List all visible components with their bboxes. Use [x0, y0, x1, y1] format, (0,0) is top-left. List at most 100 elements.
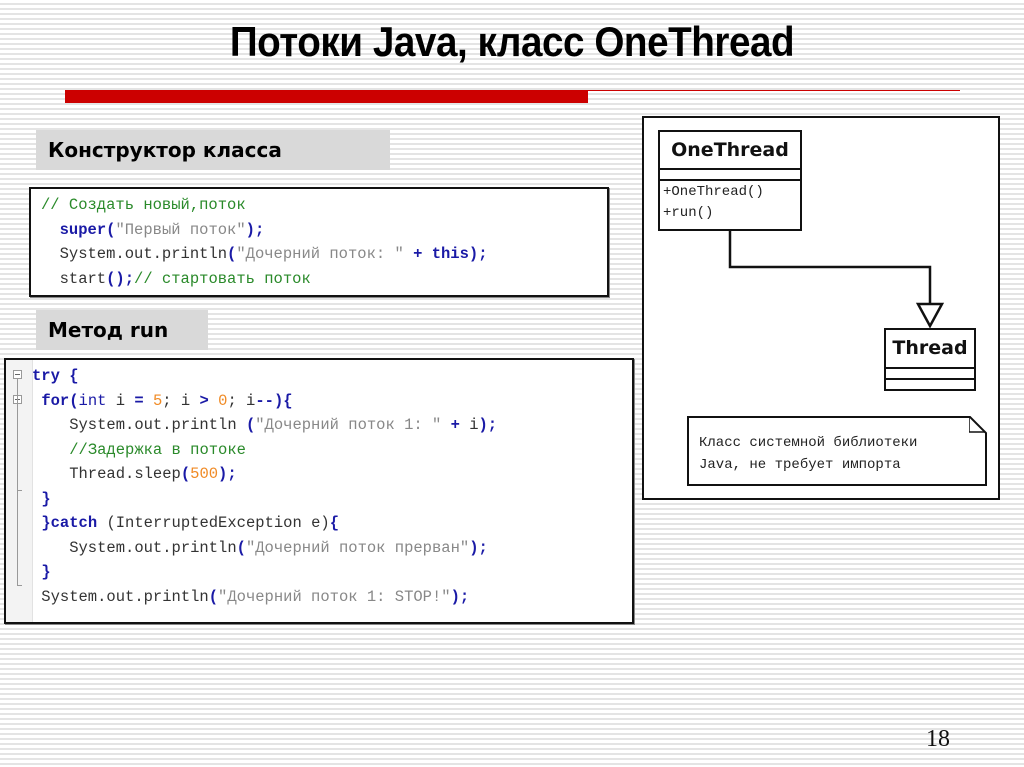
code-token: (: [69, 391, 79, 410]
code-fold-gutter: [6, 360, 33, 622]
code-line: System.out.println("Дочерний поток 1: ST…: [32, 585, 497, 610]
code-line: System.out.println("Дочерний поток прерв…: [32, 536, 497, 561]
constructor-section-label: Конструктор класса: [36, 130, 390, 170]
code-token: [32, 490, 41, 508]
code-line: System.out.println("Дочерний поток: " + …: [41, 242, 607, 267]
code-token: this: [431, 245, 469, 263]
code-line: }: [32, 560, 497, 585]
uml-operation: +run(): [663, 205, 714, 221]
code-token: // стартовать поток: [134, 269, 311, 288]
code-token: (InterruptedException e): [97, 514, 330, 532]
code-token: [209, 392, 218, 410]
fold-end-marker: [17, 585, 22, 586]
code-line: Thread.sleep(500);: [32, 462, 497, 487]
code-token: int: [78, 391, 107, 410]
code-token: {: [59, 367, 79, 385]
code-token: 5: [152, 391, 163, 410]
fold-guide-line: [17, 379, 18, 585]
code-token: [32, 563, 41, 581]
code-token: // Создать новый,поток: [41, 196, 246, 214]
fold-toggle-icon[interactable]: [13, 370, 22, 379]
code-token: //Задержка в потоке: [69, 440, 246, 459]
code-token: Thread.sleep: [32, 465, 181, 483]
uml-attributes-compartment: [886, 369, 974, 380]
code-token: System.out.println: [32, 538, 237, 557]
code-token: 0: [218, 391, 228, 410]
code-token: ; i: [162, 391, 200, 410]
code-token: System.out.println: [32, 416, 246, 434]
code-token: (: [106, 220, 116, 239]
code-token: "Дочерний поток 1: STOP!": [218, 587, 451, 606]
code-token: [144, 392, 153, 410]
code-token: );: [478, 416, 498, 434]
code-token: );: [450, 587, 470, 606]
code-token: catch: [50, 514, 98, 532]
code-lines: try { for(int i = 5; i > 0; i--){ System…: [32, 364, 497, 609]
code-line: start();// стартовать поток: [41, 267, 607, 292]
code-line: // Создать новый,поток: [41, 193, 607, 218]
code-token: }: [41, 489, 51, 508]
code-token: {: [329, 514, 339, 532]
generalization-arrow-icon: [728, 229, 945, 329]
code-token: );: [469, 538, 488, 557]
uml-class-thread: Thread: [884, 328, 976, 391]
code-token: );: [218, 465, 237, 483]
code-token: );: [245, 220, 265, 239]
code-token: System.out.println: [32, 587, 209, 606]
title-underline-bar: [65, 90, 588, 103]
uml-operation: +OneThread(): [663, 184, 764, 200]
code-token: +: [441, 416, 470, 434]
run-method-code-block: try { for(int i = 5; i > 0; i--){ System…: [4, 358, 634, 624]
code-token: }: [41, 563, 51, 581]
uml-attributes-compartment: [660, 170, 800, 181]
uml-class-name: Thread: [886, 330, 974, 369]
fold-end-marker: [17, 490, 22, 491]
code-token: (: [236, 538, 246, 557]
code-line: for(int i = 5; i > 0; i--){: [32, 389, 497, 414]
code-token: ; i: [227, 391, 256, 410]
code-token: start: [41, 269, 107, 288]
code-token: [32, 514, 41, 532]
uml-class-name: OneThread: [660, 132, 800, 170]
code-token: 500: [190, 465, 219, 483]
code-token: [41, 221, 60, 239]
code-token: (: [180, 465, 191, 483]
code-token: "Дочерний поток прерван": [245, 538, 470, 557]
uml-note: Класс системной библиотеки Java, не треб…: [687, 416, 987, 486]
code-token: (: [227, 245, 237, 263]
code-token: ();: [106, 269, 135, 288]
title-underline-line: [588, 90, 960, 91]
note-folded-corner-icon: [969, 416, 987, 434]
code-line: System.out.println ("Дочерний поток 1: "…: [32, 413, 497, 438]
code-token: (: [208, 587, 219, 606]
run-method-section-label: Метод run: [36, 310, 208, 350]
code-line: }catch (InterruptedException e){: [32, 511, 497, 536]
code-line: try {: [32, 364, 497, 389]
code-token: --){: [255, 391, 293, 410]
uml-diagram: OneThread +OneThread() +run() Thread Кла…: [642, 116, 1000, 500]
code-token: super: [59, 220, 107, 239]
code-token: "Первый поток": [115, 220, 246, 239]
uml-class-onethread: OneThread +OneThread() +run(): [658, 130, 802, 231]
code-token: i: [469, 416, 479, 434]
code-token: i: [106, 391, 135, 410]
uml-operations-compartment: +OneThread() +run(): [660, 181, 800, 225]
page-number: 18: [926, 726, 950, 752]
code-token: >: [199, 391, 209, 410]
code-line: super("Первый поток");: [41, 218, 607, 243]
code-token: [32, 392, 41, 410]
code-token: try: [32, 367, 60, 385]
constructor-code-block: // Создать новый,поток super("Первый пот…: [29, 187, 609, 297]
code-token: =: [134, 391, 144, 410]
code-line: }: [32, 487, 497, 512]
slide-title: Потоки Java, класс OneThread: [229, 18, 795, 65]
code-token: +: [403, 245, 432, 263]
code-token: [32, 441, 69, 459]
code-token: (: [245, 416, 256, 434]
code-token: System.out.println: [41, 245, 228, 263]
code-token: "Дочерний поток: ": [236, 245, 404, 263]
code-line: //Задержка в потоке: [32, 438, 497, 463]
code-token: );: [468, 245, 488, 263]
code-token: "Дочерний поток 1: ": [255, 416, 442, 434]
code-token: for: [41, 391, 70, 410]
